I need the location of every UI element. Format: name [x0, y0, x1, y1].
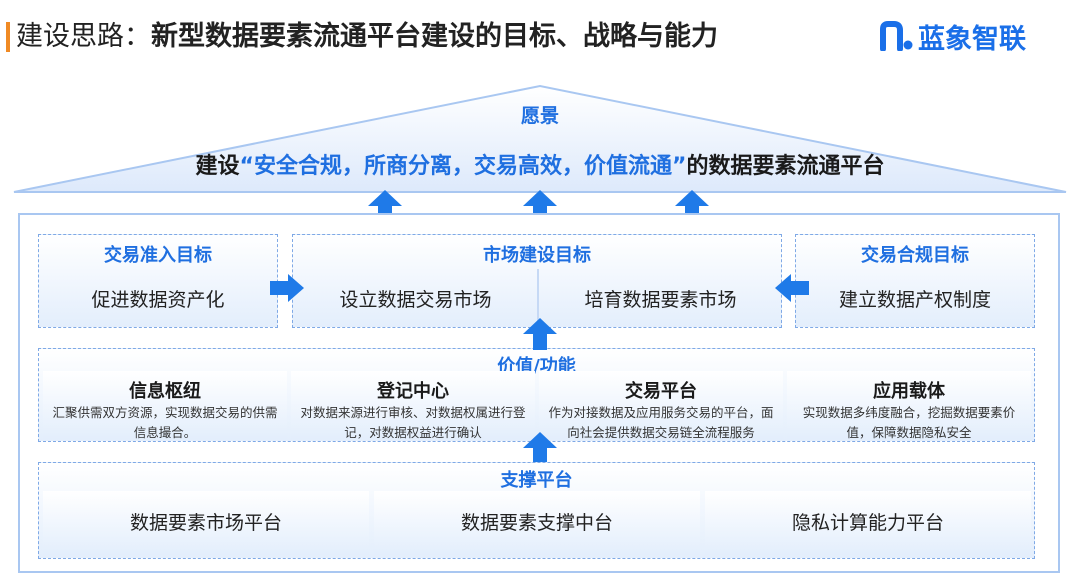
- goal-compliance-box: 交易合规目标 建立数据产权制度: [795, 234, 1035, 328]
- goal-market-right: 培育数据要素市场: [584, 289, 737, 311]
- vision-statement: 建设“安全合规，所商分离，交易高效，价值流通”的数据要素流通平台: [0, 148, 1080, 180]
- goal-market-box: 市场建设目标 设立数据交易市场 培育数据要素市场: [292, 234, 782, 329]
- value-item: 应用载体 实现数据多纬度融合，挖掘数据要素价值，保障数据隐私安全: [787, 371, 1031, 440]
- support-platform-box: 支撑平台 数据要素市场平台 数据要素支撑中台 隐私计算能力平台: [38, 462, 1035, 559]
- support-platform-item: 隐私计算能力平台: [705, 491, 1031, 555]
- arrow-right-icon: [270, 274, 304, 302]
- arrow-up-icon: [368, 190, 402, 222]
- value-item: 交易平台 作为对接数据及应用服务交易的平台，面向社会提供数据交易链全流程服务: [539, 371, 783, 440]
- value-item: 信息枢纽 汇聚供需双方资源，实现数据交易的供需信息撮合。: [43, 371, 287, 440]
- value-item-title: 信息枢纽: [129, 381, 201, 402]
- support-platform-item: 数据要素支撑中台: [374, 491, 700, 555]
- title-prefix: 建设思路：: [16, 21, 151, 52]
- goal-market-title: 市场建设目标: [483, 245, 591, 266]
- support-platform-title: 支撑平台: [500, 470, 573, 491]
- goal-market-left: 设立数据交易市场: [339, 289, 492, 311]
- value-item-desc: 作为对接数据及应用服务交易的平台，面向社会提供数据交易链全流程服务: [548, 405, 774, 440]
- vision-text-highlight: “安全合规，所商分离，交易高效，价值流通”: [239, 154, 687, 179]
- brand-logo: 蓝象智联: [880, 16, 1026, 56]
- goal-compliance-title: 交易合规目标: [861, 245, 969, 266]
- value-item-title: 交易平台: [625, 381, 697, 402]
- goal-access-title: 交易准入目标: [104, 245, 212, 266]
- value-function-box: 价值/功能 信息枢纽 汇聚供需双方资源，实现数据交易的供需信息撮合。 登记中心 …: [38, 348, 1035, 442]
- support-platform-item: 数据要素市场平台: [43, 491, 369, 555]
- value-item-desc: 实现数据多纬度融合，挖掘数据要素价值，保障数据隐私安全: [802, 405, 1016, 440]
- vision-label: 愿景: [520, 105, 559, 127]
- logo-text: 蓝象智联: [918, 23, 1026, 55]
- title-accent-bar: [6, 22, 10, 52]
- value-item: 登记中心 对数据来源进行审核、对数据权属进行登记，对数据权益进行确认: [291, 371, 535, 440]
- value-item-title: 应用载体: [873, 381, 945, 402]
- value-item-desc: 对数据来源进行审核、对数据权属进行登记，对数据权益进行确认: [300, 405, 526, 440]
- arrow-up-icon: [523, 432, 557, 464]
- vision-text-before: 建设: [195, 154, 240, 179]
- value-item-desc: 汇聚供需双方资源，实现数据交易的供需信息撮合。: [52, 405, 278, 440]
- page-title: 建设思路：新型数据要素流通平台建设的目标、战略与能力: [16, 18, 718, 56]
- goal-access-box: 交易准入目标 促进数据资产化: [38, 234, 278, 328]
- goal-compliance-text: 建立数据产权制度: [838, 289, 991, 311]
- goal-access-text: 促进数据资产化: [91, 289, 225, 311]
- goal-market-divider: [537, 269, 539, 329]
- arrow-up-icon: [523, 318, 557, 350]
- value-item-title: 登记中心: [377, 381, 449, 402]
- title-main: 新型数据要素流通平台建设的目标、战略与能力: [151, 21, 718, 52]
- vision-text-after: 的数据要素流通平台: [686, 154, 885, 179]
- logo-mark-icon: [880, 21, 913, 51]
- arrow-up-icon: [675, 190, 709, 222]
- arrow-up-icon: [523, 190, 557, 222]
- arrow-left-icon: [775, 274, 809, 302]
